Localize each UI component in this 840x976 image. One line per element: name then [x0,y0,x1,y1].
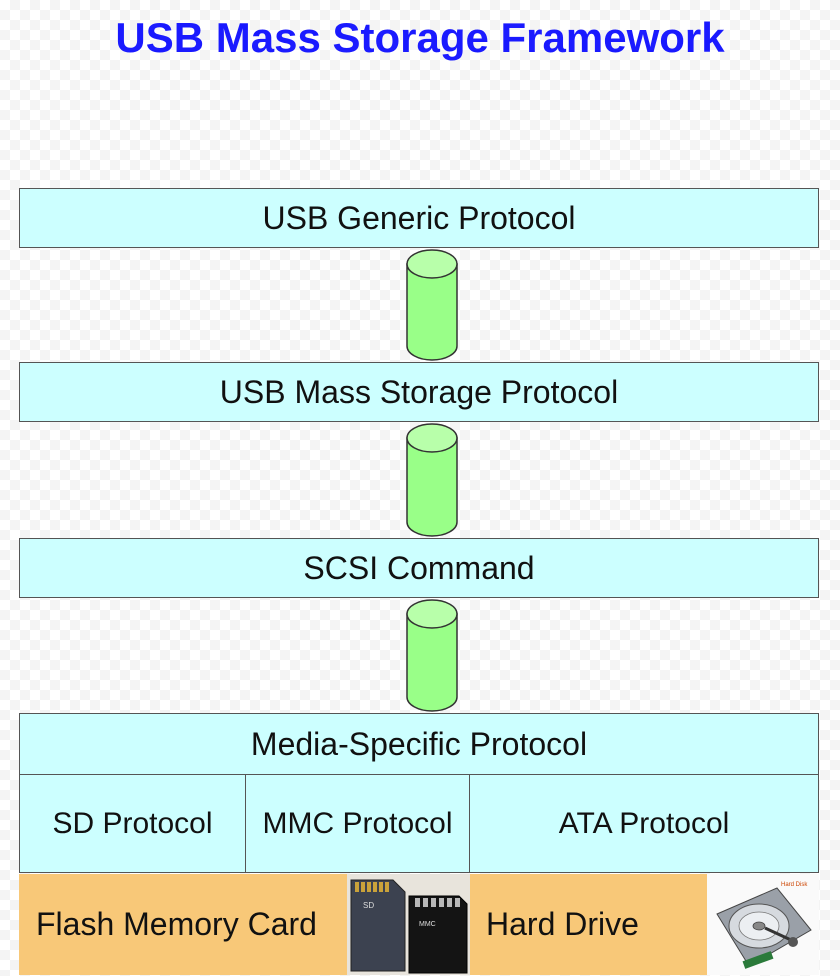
layer-usb-mass-storage-protocol: USB Mass Storage Protocol [19,362,819,422]
connector-cylinder-2 [406,423,458,537]
sd-card-label: SD [363,901,374,910]
diagram-title: USB Mass Storage Framework [115,14,725,61]
connector-cylinder-3 [406,599,458,712]
cell-sd-protocol: SD Protocol [19,774,246,873]
memory-cards-image: SD MMC [347,874,470,975]
device-flash-memory-card: Flash Memory Card [19,874,347,975]
device-hard-drive: Hard Drive [470,874,708,975]
cell-mmc-protocol: MMC Protocol [245,774,470,873]
layer-usb-generic-protocol: USB Generic Protocol [19,188,819,248]
layer-scsi-command: SCSI Command [19,538,819,598]
connector-cylinder-1 [406,249,458,361]
hard-disk-label: Hard Disk [781,882,808,888]
mmc-card-label: MMC [419,921,436,928]
cell-ata-protocol: ATA Protocol [469,774,819,873]
hard-drive-image: Hard Disk [707,874,819,975]
layer-media-specific-protocol: Media-Specific Protocol [19,713,819,775]
